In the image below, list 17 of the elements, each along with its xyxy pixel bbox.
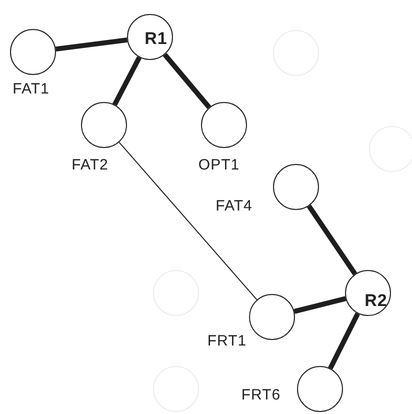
node-label: R1 [144,29,168,49]
node-label: OPT1 [198,156,240,174]
connector-line [306,204,358,276]
node-label: FRT6 [241,386,281,404]
node-label: FAT4 [216,198,252,214]
node-label: FAT1 [12,80,50,98]
connector-line [118,142,258,300]
connector-line [162,53,212,109]
node-label: FAT2 [72,156,108,174]
connector-line [328,312,360,370]
node-label: R2 [364,291,388,311]
connector-line [294,296,346,314]
circle-node [127,14,173,60]
connector-line [112,56,142,106]
node-label: FRT1 [207,332,247,350]
connector-line [56,37,128,52]
circle-node [345,270,391,316]
